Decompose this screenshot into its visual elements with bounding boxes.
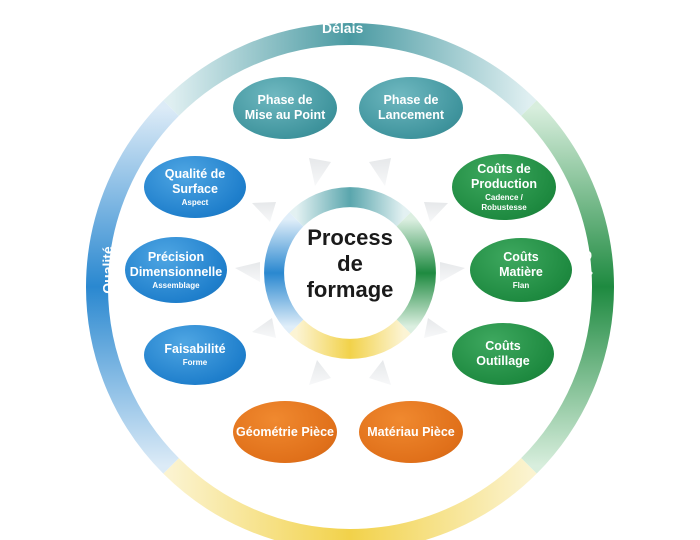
outer-ring-label-couts: Coûts — [578, 250, 595, 290]
inner-ring-left-arc — [264, 212, 304, 334]
node-faisabilite-title: Faisabilité — [164, 342, 226, 356]
node-phase-lancement: Phase de Lancement — [359, 77, 463, 139]
ray-left-mid — [235, 262, 260, 282]
inner-ring-right-arc — [396, 212, 436, 334]
node-faisabilite: Faisabilité Forme — [144, 325, 246, 385]
outer-ring-right-arc — [521, 100, 615, 474]
node-couts-matiere-title: Coûts Matière — [499, 249, 543, 279]
node-geometrie-piece-title: Géométrie Pièce — [236, 424, 334, 439]
node-couts-outillage-title: Coûts Outillage — [476, 339, 530, 368]
node-couts-production: Coûts de Production Cadence / Robustesse — [452, 154, 556, 220]
inner-ring-top-arc — [289, 187, 411, 227]
ray-top-right — [369, 158, 391, 186]
outer-ring-label-delais: Délais — [322, 20, 364, 36]
node-phase-lancement-title: Phase de Lancement — [378, 93, 444, 122]
node-geometrie-piece: Géométrie Pièce — [233, 401, 337, 463]
node-faisabilite-sub: Forme — [182, 358, 208, 367]
node-precision-dimensionnelle: Précision Dimensionnelle Assemblage — [125, 237, 227, 303]
center-title-line2: de — [337, 251, 363, 276]
node-qualite-surface-title: Qualité de Surface — [164, 166, 226, 196]
node-couts-matiere-sub: Flan — [512, 280, 530, 290]
ray-top-left — [309, 158, 331, 186]
ray-right-mid — [440, 262, 465, 282]
outer-ring-label-qualite: Qualité — [99, 246, 116, 294]
node-phase-mise-au-point: Phase de Mise au Point — [233, 77, 337, 139]
center-title: Process de formage — [290, 225, 410, 303]
outer-ring-top-arc — [163, 22, 537, 116]
outer-ring-left-arc — [85, 100, 179, 474]
inner-ring-bottom-arc — [289, 319, 411, 359]
center-title-line1: Process — [307, 225, 393, 250]
ray-right-upper — [424, 202, 448, 222]
outer-ring-bottom-arc — [163, 458, 537, 540]
node-precision-dimensionnelle-title: Précision Dimensionnelle — [129, 249, 223, 279]
ray-bottom-left — [309, 360, 331, 385]
ray-left-upper — [252, 202, 276, 222]
node-phase-mise-au-point-title: Phase de Mise au Point — [244, 93, 326, 122]
node-qualite-surface: Qualité de Surface Aspect — [144, 156, 246, 218]
node-precision-dimensionnelle-sub: Assemblage — [152, 280, 200, 290]
outer-ring-label-fonctions: Fonctions — [312, 502, 379, 518]
inner-ring — [264, 187, 436, 359]
ray-right-lower — [424, 318, 448, 338]
center-disc — [286, 209, 414, 337]
node-materiau-piece: Matériau Pièce — [359, 401, 463, 463]
ray-left-lower — [252, 318, 276, 338]
rays — [235, 158, 465, 385]
outer-ring — [85, 22, 615, 540]
node-couts-outillage: Coûts Outillage — [452, 323, 554, 385]
node-materiau-piece-title: Matériau Pièce — [367, 424, 455, 439]
node-couts-production-title: Coûts de Production — [471, 161, 537, 191]
ray-bottom-right — [369, 360, 391, 385]
node-couts-matiere: Coûts Matière Flan — [470, 238, 572, 302]
center-title-line3: formage — [306, 277, 394, 302]
node-qualite-surface-sub: Aspect — [181, 197, 209, 207]
node-couts-production-sub: Cadence / Robustesse — [481, 192, 527, 212]
